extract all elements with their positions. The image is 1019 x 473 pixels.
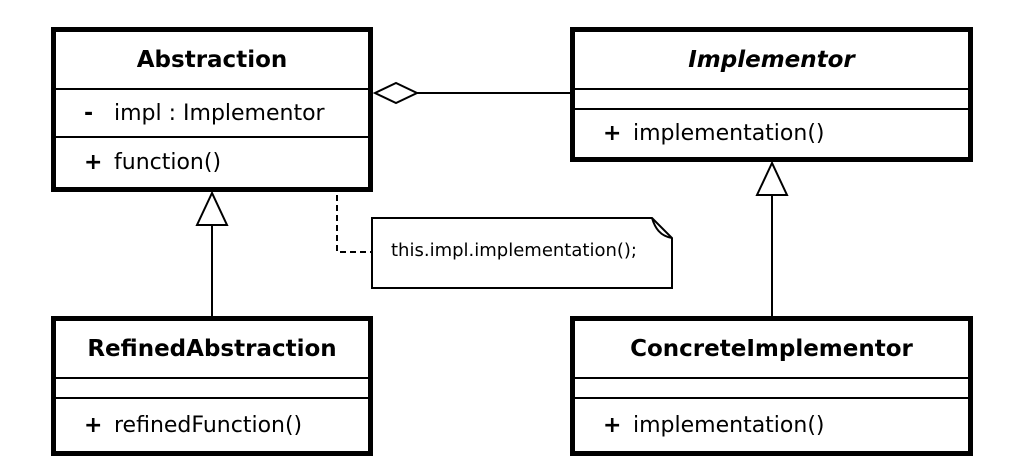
aggregation-diamond: [372, 81, 420, 105]
attribute-text: impl : Implementor: [114, 100, 325, 126]
class-abstraction[interactable]: Abstraction - impl : Implementor + funct…: [51, 27, 373, 192]
class-name: Implementor: [575, 32, 968, 90]
visibility-marker: -: [84, 100, 94, 126]
class-name: Abstraction: [56, 32, 368, 90]
class-refined-abstraction[interactable]: RefinedAbstraction + refinedFunction(): [51, 316, 373, 456]
operation-row: + implementation(): [575, 399, 968, 451]
operation-row: + function(): [56, 138, 368, 187]
note-text: this.impl.implementation();: [391, 240, 637, 261]
note-shape: [371, 217, 673, 289]
visibility-marker: +: [84, 412, 103, 438]
class-concrete-implementor[interactable]: ConcreteImplementor + implementation(): [570, 316, 973, 456]
operation-text: implementation(): [633, 121, 825, 146]
visibility-marker: +: [603, 121, 622, 146]
class-name: ConcreteImplementor: [575, 321, 968, 379]
note-fold: [651, 217, 673, 239]
generalization-arrow-concrete: [755, 160, 789, 196]
operation-text: refinedFunction(): [114, 412, 303, 438]
class-name: RefinedAbstraction: [56, 321, 368, 379]
operation-text: function(): [114, 150, 222, 175]
class-implementor[interactable]: Implementor + implementation(): [570, 27, 973, 162]
generalization-arrow-refined: [195, 190, 229, 226]
operation-row: + refinedFunction(): [56, 399, 368, 451]
note-anchor-line: [336, 175, 372, 253]
operation-row: + implementation(): [575, 110, 968, 157]
operation-text: implementation(): [633, 412, 825, 438]
attribute-section-empty: [575, 379, 968, 399]
attribute-section-empty: [56, 379, 368, 399]
attribute-row: - impl : Implementor: [56, 90, 368, 138]
visibility-marker: +: [603, 412, 622, 438]
attribute-section-empty: [575, 90, 968, 110]
visibility-marker: +: [84, 150, 103, 175]
